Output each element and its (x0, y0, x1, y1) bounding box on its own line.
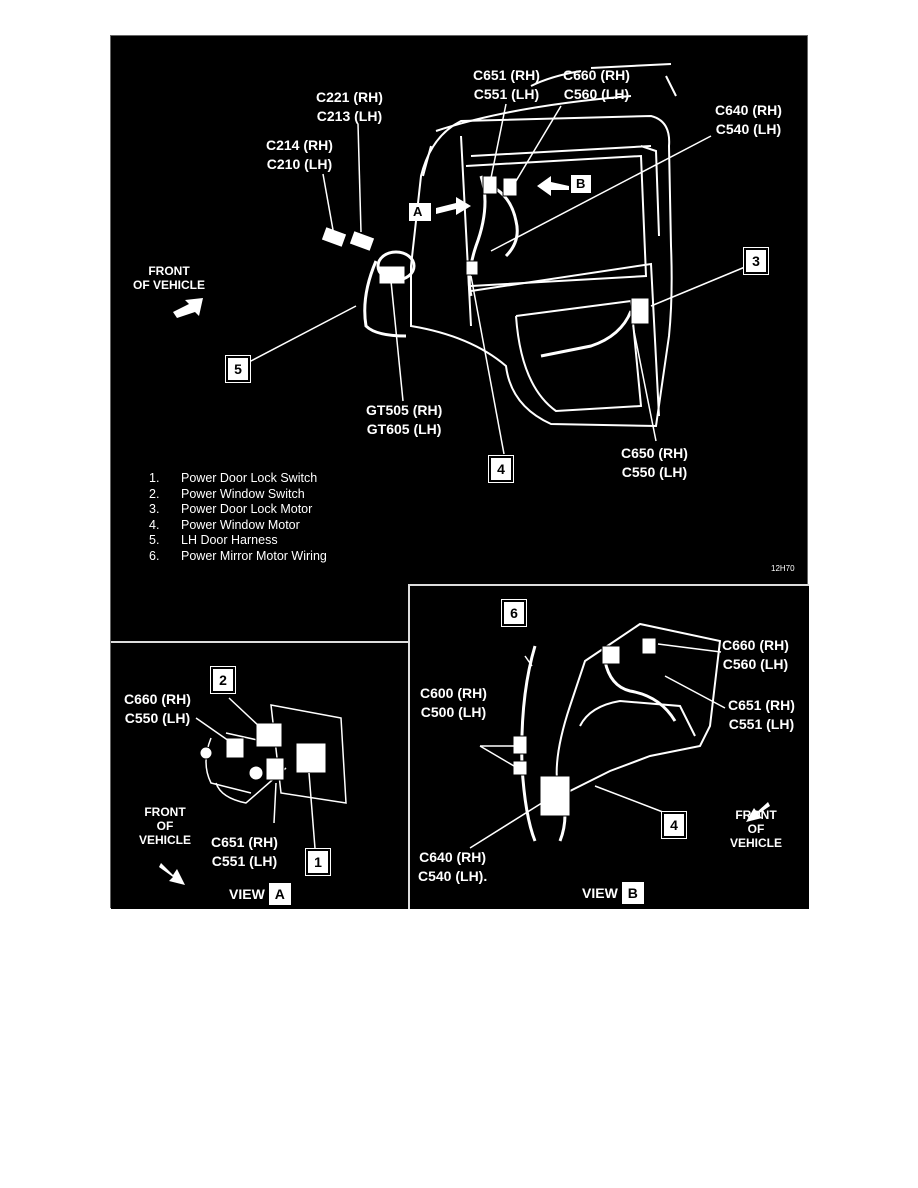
label-c214-c210: C214 (RH)C210 (LH) (266, 137, 333, 172)
callout-1: 1 (305, 848, 331, 876)
view-b-panel: C660 (RH)C560 (LH) C600 (RH)C500 (LH) C6… (408, 584, 809, 909)
callout-5: 5 (225, 355, 251, 383)
label-gt505: GT505 (RH)GT605 (LH) (366, 402, 443, 437)
legend-item: 5.LH Door Harness (149, 533, 278, 548)
legend-item: 3.Power Door Lock Motor (149, 502, 313, 517)
callout-4: 4 (661, 811, 687, 839)
legend-item: 2.Power Window Switch (149, 486, 305, 501)
component-legend: 1.Power Door Lock Switch 2.Power Window … (149, 471, 327, 565)
label-c651-c551: C651 (RH)C551 (LH) (473, 67, 540, 102)
label-c650-c550: C650 (RH)C550 (LH) (621, 445, 688, 480)
view-b-letter-box: B (621, 882, 644, 904)
legend-item: 6.Power Mirror Motor Wiring (149, 548, 327, 563)
callout-3: 3 (743, 247, 769, 275)
main-door-panel: C651 (RH)C551 (LH) C660 (RH)C560 (LH) C2… (111, 36, 807, 641)
label-c600-c500: C600 (RH)C500 (LH) (420, 685, 487, 720)
label-c660-c560: C660 (RH)C560 (LH) (722, 637, 789, 672)
door-illustration (173, 63, 746, 455)
wiring-diagram-figure: C651 (RH)C551 (LH) C660 (RH)C560 (LH) C2… (110, 35, 809, 909)
legend-item: 4.Power Window Motor (149, 517, 300, 532)
label-c640-c540: C640 (RH)C540 (LH). (418, 849, 488, 884)
label-c660-c550: C660 (RH)C550 (LH) (124, 691, 191, 726)
callout-6: 6 (501, 599, 527, 627)
label-c660-c560: C660 (RH)C560 (LH) (563, 67, 630, 102)
legend-item: 1.Power Door Lock Switch (149, 471, 318, 485)
callout-2: 2 (210, 666, 236, 694)
view-b-arrow-label: B (576, 176, 586, 191)
figure-code: 12H70 (771, 564, 795, 573)
label-c221-c213: C221 (RH)C213 (LH) (316, 89, 383, 124)
view-b-illustration (469, 622, 770, 849)
callout-4: 4 (488, 455, 514, 483)
label-c640-c540: C640 (RH)C540 (LH) (715, 102, 782, 137)
view-a-letter-box: A (268, 883, 291, 905)
label-c651-c551: C651 (RH)C551 (LH) (728, 697, 795, 732)
view-a-panel: C660 (RH)C550 (LH) C651 (RH)C551 (LH) FR… (111, 641, 408, 909)
label-c651-c551: C651 (RH)C551 (LH) (211, 834, 278, 869)
view-a-arrow-label: A (413, 204, 423, 219)
view-a-illustration (159, 697, 347, 885)
